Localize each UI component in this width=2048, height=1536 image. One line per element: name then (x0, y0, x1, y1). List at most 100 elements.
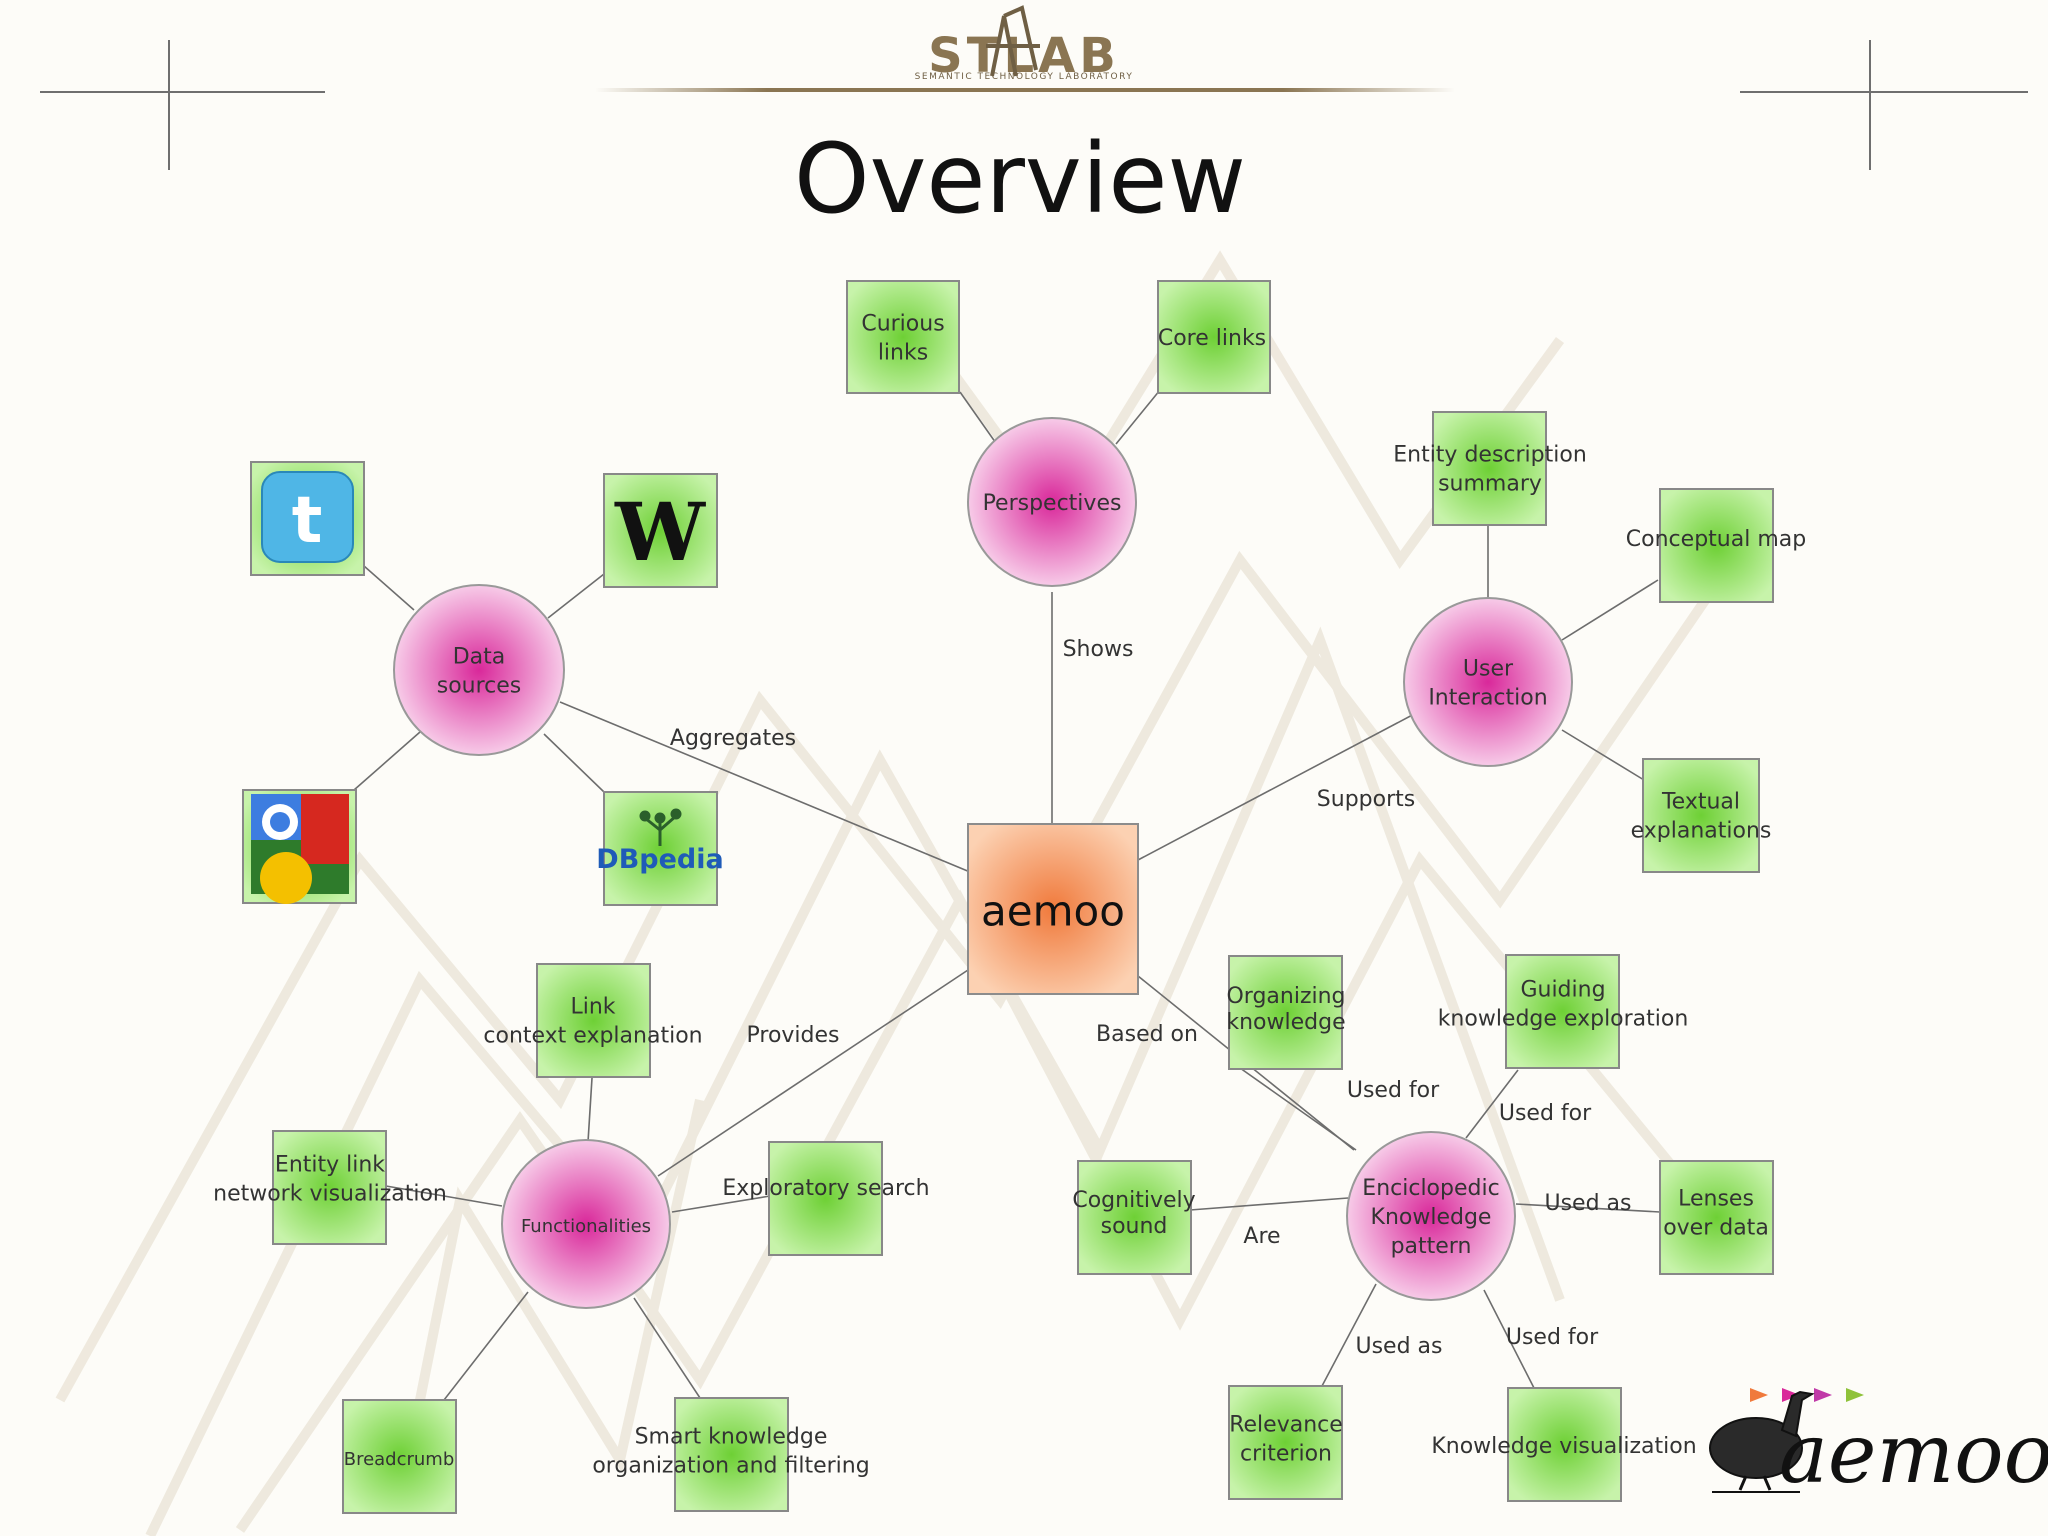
twitter-icon-glyph: t (292, 484, 323, 558)
node-label-line: Entity link (275, 1153, 385, 1178)
node-label-line: Entity description (1393, 443, 1587, 468)
google-logo-box (242, 789, 357, 904)
hub-label: aemoo (981, 887, 1125, 936)
box-conceptual-map: Conceptual map (1626, 488, 1806, 603)
emu-bird-icon (1709, 1390, 1815, 1493)
box-smart-knowledge-label: Smart knowledge organization and filterin… (592, 1425, 869, 1479)
box-textual-explanations: Textual explanations (1631, 758, 1772, 873)
box-conceptual-map-label: Conceptual map (1626, 527, 1806, 552)
stlab-logo-text: STLAB (928, 28, 1120, 84)
node-label-line: organization and filtering (592, 1454, 869, 1479)
edge-label-used-for-3: Used for (1506, 1325, 1599, 1350)
edge-label-shows: Shows (1063, 637, 1134, 662)
wikipedia-logo-box: W (603, 473, 718, 588)
node-label-line: Curious (861, 312, 944, 337)
edge-ds-twitter (363, 565, 415, 611)
edges (353, 389, 1661, 1401)
edge-fn-breadcrumb (443, 1291, 529, 1401)
node-label-line: Relevance (1229, 1413, 1343, 1438)
edge-aggregates (559, 701, 971, 873)
circle-perspectives-label: Perspectives (983, 491, 1122, 516)
stlab-logo-emblem (986, 5, 1040, 77)
edge-label-supports: Supports (1317, 787, 1415, 812)
edge-label-are: Are (1243, 1224, 1280, 1249)
node-label-line: sound (1101, 1214, 1168, 1239)
aemoo-logo-text: aemoo (1779, 1407, 2048, 1502)
node-label-line: links (878, 341, 928, 366)
node-label-line: Knowledge visualization (1431, 1434, 1696, 1459)
box-nodes: Curious links Core links Entity descripti… (213, 280, 1806, 1514)
node-label-line: Organizing (1226, 984, 1345, 1009)
node-label-line: context explanation (483, 1024, 702, 1049)
edge-ekp-guiding (1465, 1069, 1519, 1139)
node-label-line: Perspectives (983, 491, 1122, 516)
edge-label-aggregates: Aggregates (670, 726, 796, 751)
edge-fn-entity-link (385, 1185, 503, 1207)
edge-fn-smart (633, 1297, 701, 1399)
node-label-line: Link (570, 995, 615, 1020)
magenta-arrow-icon (1782, 1388, 1800, 1402)
box-core-links-label: Core links (1158, 326, 1266, 351)
twitter-icon (261, 471, 354, 563)
edge-provides (657, 969, 969, 1177)
edge-fn-link-context (587, 1077, 593, 1143)
edge-ui-textual (1561, 729, 1645, 781)
twitter-logo-box: t (250, 461, 365, 576)
node-label-line: knowledge exploration (1438, 1007, 1689, 1032)
box-curious-links: Curious links (846, 280, 960, 394)
edge-label-provides: Provides (747, 1023, 840, 1048)
dbpedia-icon: DBpedia (596, 844, 723, 875)
source-logos: t W DBpedia (242, 461, 724, 906)
edge-ui-conceptual-map (1561, 579, 1659, 641)
node-label-line: Lenses (1678, 1187, 1754, 1212)
edge-ds-dbpedia (543, 733, 605, 793)
node-label-line: Exploratory search (722, 1176, 929, 1201)
wikipedia-icon: W (614, 485, 706, 579)
edge-label-used-for-1: Used for (1347, 1078, 1440, 1103)
box-exploratory-search: Exploratory search (722, 1141, 930, 1256)
edge-ekp-knowledge-vis (1483, 1289, 1535, 1389)
box-entity-link-network-label: Entity link network visualization (213, 1153, 447, 1207)
box-smart-knowledge: Smart knowledge organization and filterin… (592, 1397, 870, 1512)
edge-label-based-on: Based on (1096, 1022, 1198, 1047)
header-decoration (40, 40, 2028, 170)
edge-ekp-relevance (1321, 1283, 1377, 1387)
edge-supports (1137, 711, 1419, 861)
node-label-line: Knowledge (1371, 1205, 1492, 1230)
dbpedia-logo-box: DBpedia (596, 791, 724, 906)
edge-ekp-organizing (1239, 1067, 1357, 1151)
box-breadcrumb: Breadcrumb (342, 1399, 457, 1514)
node-label-line: Textual (1661, 790, 1740, 815)
node-label-line: network visualization (213, 1182, 447, 1207)
edge-ds-wikipedia (547, 573, 605, 619)
box-knowledge-visualization-label: Knowledge visualization (1431, 1434, 1696, 1459)
dbpedia-tree-icon (639, 808, 682, 846)
box-knowledge-visualization: Knowledge visualization (1431, 1387, 1697, 1502)
circle-functionalities-label: Functionalities (521, 1216, 651, 1237)
node-label-line: explanations (1631, 819, 1772, 844)
box-entity-link-network: Entity link network visualization (213, 1130, 447, 1245)
circle-perspectives: Perspectives (967, 417, 1137, 587)
node-label-line: Smart knowledge (635, 1425, 828, 1450)
edge-fn-exploratory (671, 1195, 771, 1213)
purple-arrow-icon (1814, 1388, 1832, 1402)
hub-node: aemoo (967, 823, 1139, 995)
node-label-line: Enciclopedic (1362, 1176, 1499, 1201)
edge-ds-google (353, 731, 421, 791)
edge-label-used-for-2: Used for (1499, 1101, 1592, 1126)
